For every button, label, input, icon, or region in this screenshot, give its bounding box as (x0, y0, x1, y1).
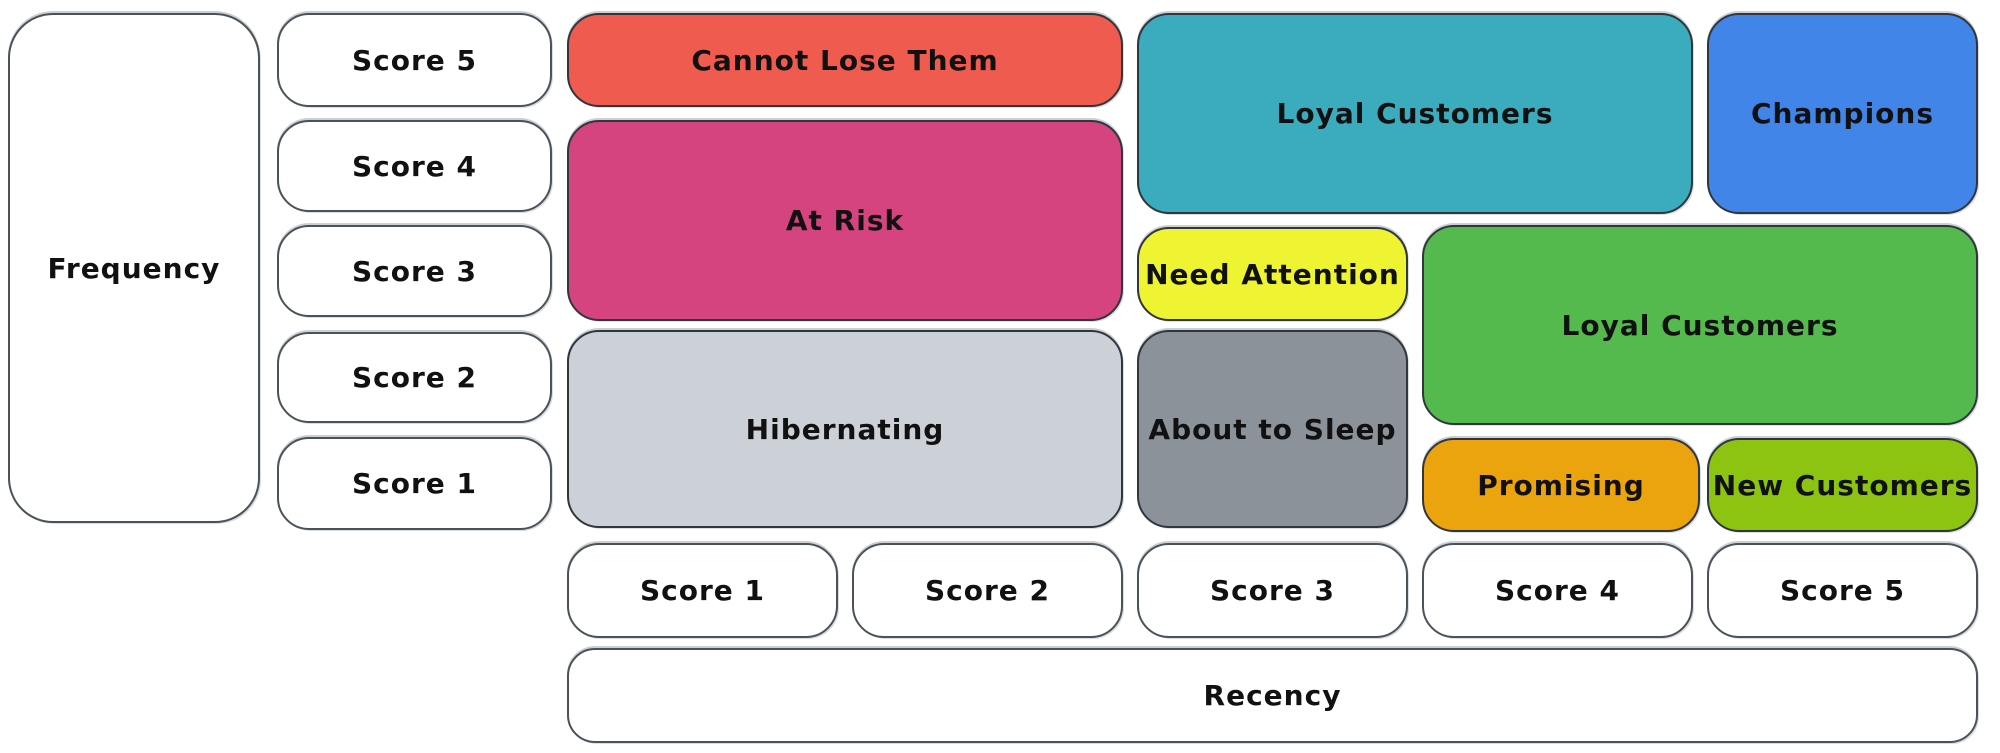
segment-champions: Champions (1707, 13, 1978, 214)
segment-loyal-customers-green: Loyal Customers (1422, 225, 1978, 425)
segment-hibernating: Hibernating (567, 330, 1123, 528)
frequency-axis-label: Frequency (8, 13, 260, 523)
segment-cannot-lose-them: Cannot Lose Them (567, 13, 1123, 107)
segment-promising: Promising (1422, 438, 1700, 532)
segment-at-risk: At Risk (567, 120, 1123, 321)
segment-need-attention: Need Attention (1137, 227, 1408, 321)
recency-score-5: Score 5 (1707, 543, 1978, 638)
recency-score-3: Score 3 (1137, 543, 1408, 638)
recency-axis-label: Recency (567, 648, 1978, 743)
frequency-score-5: Score 5 (277, 13, 552, 107)
frequency-score-3: Score 3 (277, 225, 552, 317)
segment-new-customers: New Customers (1707, 438, 1978, 532)
recency-score-4: Score 4 (1422, 543, 1693, 638)
recency-score-1: Score 1 (567, 543, 838, 638)
recency-score-2: Score 2 (852, 543, 1123, 638)
frequency-score-1: Score 1 (277, 437, 552, 530)
segment-loyal-customers-teal: Loyal Customers (1137, 13, 1693, 214)
frequency-score-2: Score 2 (277, 332, 552, 423)
segment-about-to-sleep: About to Sleep (1137, 330, 1408, 528)
frequency-score-4: Score 4 (277, 120, 552, 212)
